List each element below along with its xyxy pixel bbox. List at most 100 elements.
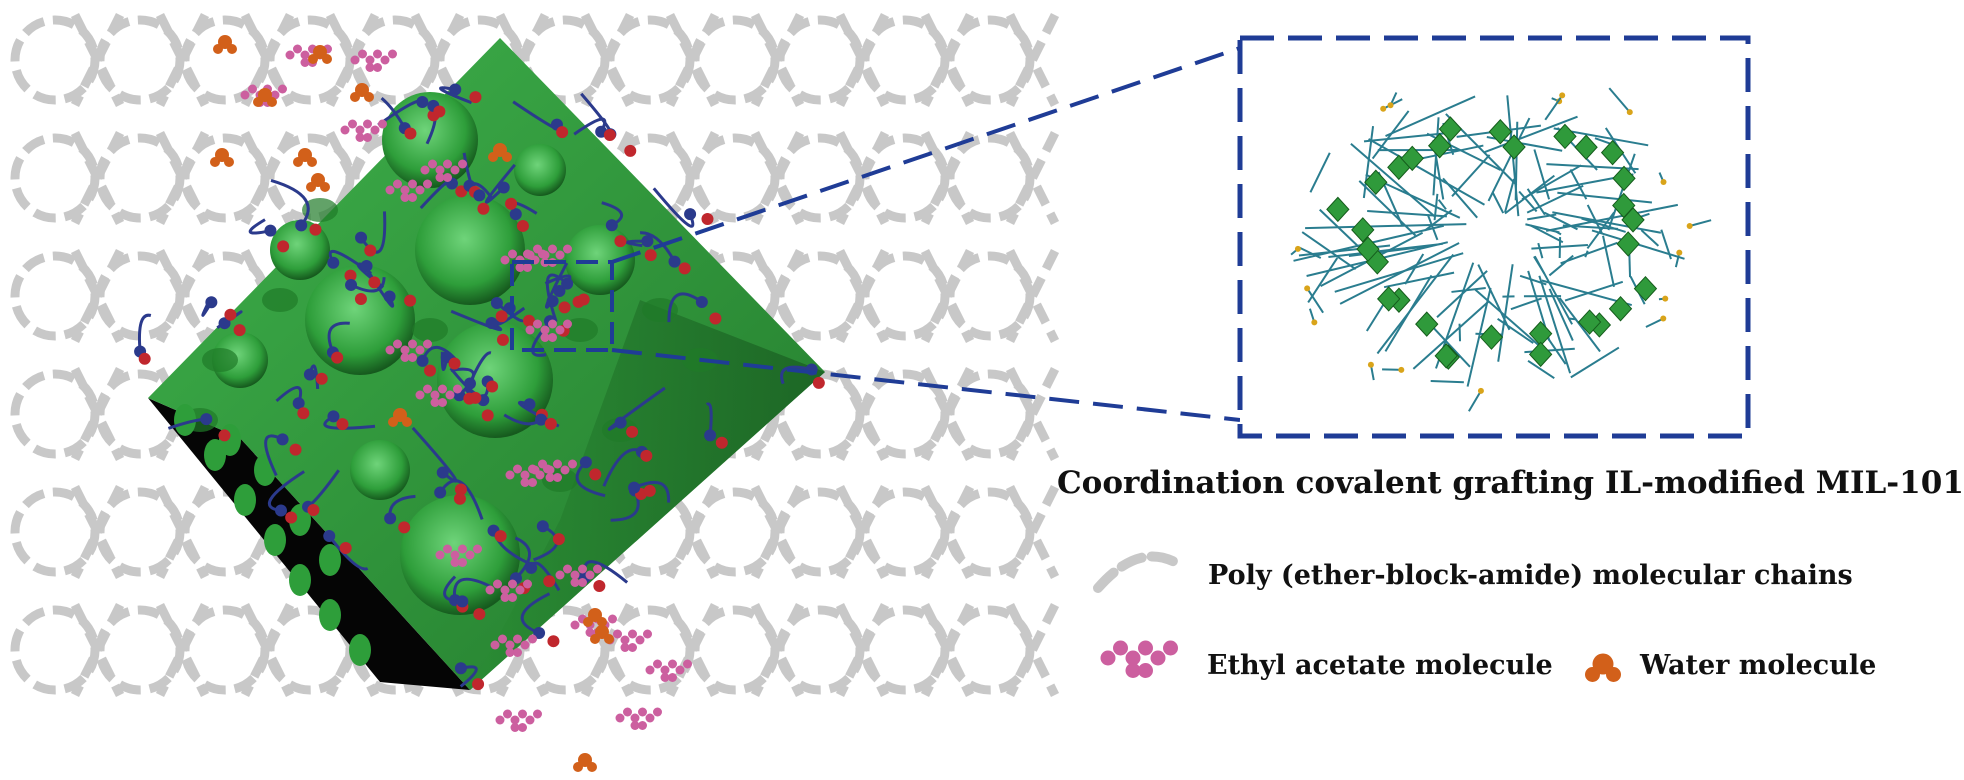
sulfonate-atom <box>1311 319 1318 326</box>
side-hole <box>234 484 256 516</box>
grafted-chain <box>328 535 369 571</box>
ethyl-atom <box>490 640 500 650</box>
grafted-chain <box>484 163 516 204</box>
ethyl-atom <box>548 244 557 254</box>
side-hole <box>319 544 341 576</box>
anion-bead <box>264 224 277 237</box>
anion-bead <box>275 504 288 517</box>
anion-bead <box>323 529 336 542</box>
ethyl-atom <box>445 390 455 400</box>
ethyl-atom <box>408 353 417 362</box>
anion-bead <box>292 397 305 410</box>
sulfonate-atom <box>1559 92 1566 99</box>
framework-bond <box>1491 192 1505 214</box>
ethyl-atom <box>473 544 482 554</box>
framework-bond <box>1581 217 1626 233</box>
framework-bond <box>1385 95 1476 137</box>
ethyl-atom <box>450 165 460 175</box>
grafted-chain <box>514 536 532 580</box>
anion-bead <box>449 83 462 96</box>
framework-bond <box>1319 208 1360 248</box>
water-hydrogen <box>583 617 593 627</box>
ethyl-atom <box>535 470 545 480</box>
anion-bead <box>454 662 467 675</box>
ethyl-atom <box>570 620 580 630</box>
ethyl-atom <box>560 465 570 475</box>
grafted-chain <box>545 273 569 323</box>
ethyl-atom <box>438 384 447 394</box>
il-tail <box>1306 287 1324 314</box>
side-hole <box>264 524 286 556</box>
water-hydrogen <box>1585 667 1600 682</box>
framework-bond <box>1640 229 1660 247</box>
anion-bead <box>463 377 476 390</box>
ethyl-atom <box>485 585 495 595</box>
cation-bead <box>556 126 569 139</box>
framework-bond <box>1305 223 1467 230</box>
cr-octahedron <box>1400 145 1424 172</box>
water-hydrogen <box>210 157 220 167</box>
framework-bond <box>1384 274 1433 352</box>
cation-bead <box>448 357 461 370</box>
water-hydrogen <box>267 97 277 107</box>
water-hydrogen <box>597 617 607 627</box>
il-tail <box>1382 368 1402 371</box>
anion-bead <box>355 231 368 244</box>
cation-bead <box>472 678 485 691</box>
anion-bead <box>485 317 498 330</box>
ethyl-atom <box>653 707 662 717</box>
ethyl-atom <box>645 713 655 723</box>
ethyl-atom <box>628 629 637 639</box>
ethyl-atom <box>393 339 402 349</box>
cation-bead <box>297 407 310 420</box>
water-hydrogen <box>350 92 360 102</box>
il-tail <box>1689 219 1712 227</box>
ethyl-atom <box>630 721 640 730</box>
sulfonate-atom <box>1686 222 1693 229</box>
ethyl-atom <box>568 459 577 469</box>
ethyl-atom <box>1138 640 1153 656</box>
crystal-dimple <box>262 288 298 312</box>
il-tail <box>1608 87 1631 113</box>
grafted-chain <box>633 480 671 503</box>
anion-bead <box>497 181 510 194</box>
cation-bead <box>558 301 571 314</box>
cation-bead <box>589 468 602 481</box>
cation-bead <box>812 376 825 389</box>
anion-bead <box>695 295 708 308</box>
sulfonate-atom <box>1294 245 1301 252</box>
ethyl-atom <box>443 544 452 554</box>
cation-bead <box>523 314 536 327</box>
ethyl-atom <box>415 185 425 195</box>
ethyl-atom <box>543 464 552 474</box>
ethyl-atom <box>1138 663 1153 678</box>
ethyl-atom <box>660 665 670 675</box>
anion-bead <box>684 208 697 221</box>
cation-bead <box>477 202 490 215</box>
ethyl-atom <box>545 473 555 482</box>
cation-bead <box>644 249 657 262</box>
crystal-bottom-left-face <box>148 398 470 690</box>
ethyl-atom <box>438 398 447 407</box>
framework-bond <box>1602 235 1615 288</box>
cation-bead <box>494 530 507 543</box>
framework-bond <box>1548 254 1574 277</box>
water-hydrogen <box>573 762 583 772</box>
matrix-cross <box>1005 12 1060 108</box>
framework-bond <box>1570 346 1620 379</box>
cation-bead <box>307 503 320 516</box>
framework-bond <box>1526 184 1584 214</box>
cr-octahedron <box>1438 116 1463 142</box>
anion-bead <box>561 277 574 290</box>
cation-bead <box>277 240 290 253</box>
ethyl-atom <box>555 570 565 580</box>
anion-bead <box>533 627 546 640</box>
ethyl-atom <box>513 648 522 657</box>
ethyl-atom <box>435 165 445 175</box>
ethyl-atom <box>420 165 430 175</box>
cation-bead <box>469 391 482 404</box>
anion-bead <box>490 296 503 309</box>
sulfonate-atom <box>1660 179 1667 186</box>
water-hydrogen <box>590 634 600 644</box>
anion-bead <box>384 512 397 525</box>
